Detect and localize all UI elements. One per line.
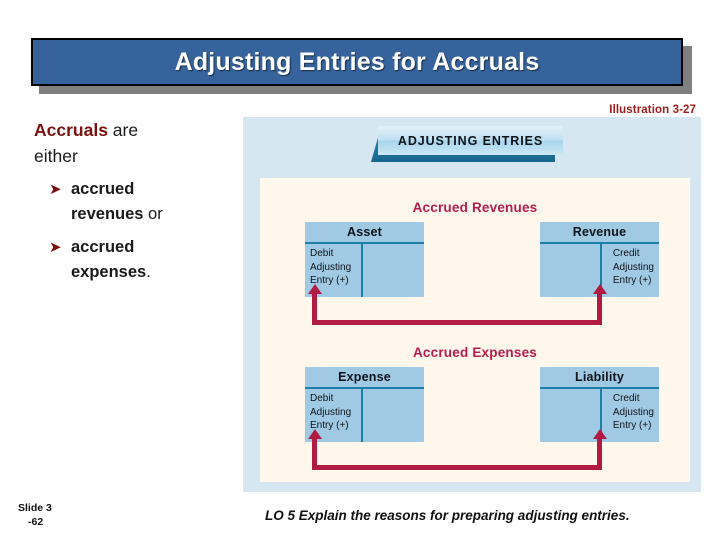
t-account-header: Asset (305, 222, 424, 244)
entry-line-1: Credit (612, 248, 640, 259)
slide-number-line-1: Slide 3 (18, 502, 52, 514)
slide-number-line-2: -62 (28, 516, 44, 528)
connector-vertical-left (307, 429, 322, 470)
bullet-strong: accrued revenues (71, 180, 144, 223)
body-text-block: Accruals are either ➤ accrued revenues o… (34, 117, 234, 285)
t-account-divider (600, 244, 602, 297)
lead-keyword: Accruals (34, 120, 108, 140)
t-account-header: Revenue (540, 222, 659, 244)
t-account-revenue: Revenue Credit Adjusting Entry (+) (540, 222, 659, 297)
bullet-text: accrued expenses. (71, 235, 191, 285)
t-account-header: Liability (540, 367, 659, 389)
connector-vertical-right (592, 284, 607, 325)
lead-line-2: either (34, 146, 78, 166)
t-account-entry-debit: Debit Adjusting Entry (+) (310, 392, 351, 433)
t-account-body: Credit Adjusting Entry (+) (540, 244, 659, 297)
connector-arrow-accrued-expenses (307, 429, 607, 470)
bullet-arrow-icon: ➤ (49, 238, 62, 256)
section-title-accrued-expenses: Accrued Expenses (412, 345, 537, 360)
entry-line-2: Adjusting (310, 406, 352, 418)
bullet-strong: accrued expenses (71, 238, 147, 281)
bullet-suffix: . (146, 263, 151, 281)
lead-rest: are (107, 120, 139, 140)
t-account-title: Asset (346, 225, 383, 239)
arrowhead-up-icon (592, 284, 607, 294)
banner-box: ADJUSTING ENTRIES (378, 126, 563, 155)
t-account-entry-debit: Debit Adjusting Entry (+) (310, 247, 351, 288)
entry-line-3: Entry (+) (612, 275, 652, 286)
t-account-header: Expense (305, 367, 424, 389)
adjusting-entries-banner: ADJUSTING ENTRIES (371, 126, 563, 162)
connector-vertical-right (592, 429, 607, 470)
section-title-accrued-revenues: Accrued Revenues (412, 200, 538, 215)
t-account-divider (361, 389, 363, 442)
arrowhead-up-icon (307, 429, 322, 439)
entry-line-2: Adjusting (612, 261, 654, 273)
bullet-arrow-icon: ➤ (49, 180, 62, 198)
t-account-title: Expense (338, 370, 391, 384)
bullet-item-accrued-expenses: ➤ accrued expenses. (49, 235, 234, 285)
bullet-suffix: or (143, 205, 163, 223)
page-title: Adjusting Entries for Accruals (174, 47, 540, 76)
entry-line-1: Debit (310, 248, 334, 259)
connector-vertical-left (307, 284, 322, 325)
learning-objective-footer: LO 5 Explain the reasons for preparing a… (265, 508, 630, 523)
bullet-text: accrued revenues or (71, 177, 191, 227)
entry-line-3: Entry (+) (310, 275, 349, 286)
entry-line-3: Entry (+) (612, 420, 652, 431)
illustration-reference-label: Illustration 3-27 (609, 104, 696, 116)
connector-horizontal (312, 320, 602, 325)
entry-line-2: Adjusting (612, 406, 654, 418)
entry-line-2: Adjusting (310, 261, 352, 273)
t-account-divider (600, 389, 602, 442)
entry-line-1: Credit (612, 393, 640, 404)
t-account-entry-credit: Credit Adjusting Entry (+) (613, 392, 654, 433)
t-account-body: Debit Adjusting Entry (+) (305, 389, 424, 442)
t-account-asset: Asset Debit Adjusting Entry (+) (305, 222, 424, 297)
entry-line-3: Entry (+) (310, 420, 349, 431)
slide-title-bar: Adjusting Entries for Accruals (31, 38, 683, 86)
arrowhead-up-icon (307, 284, 322, 294)
connector-arrow-accrued-revenues (307, 284, 607, 325)
banner-label: ADJUSTING ENTRIES (397, 133, 544, 148)
bullet-item-accrued-revenues: ➤ accrued revenues or (49, 177, 234, 227)
entry-line-1: Debit (310, 393, 334, 404)
t-account-title: Revenue (572, 225, 627, 239)
arrowhead-up-icon (592, 429, 607, 439)
t-account-title: Liability (574, 370, 625, 384)
t-account-body: Debit Adjusting Entry (+) (305, 244, 424, 297)
t-account-divider (361, 244, 363, 297)
t-account-body: Credit Adjusting Entry (+) (540, 389, 659, 442)
illustration-panel: ADJUSTING ENTRIES Accrued Revenues Asset… (243, 117, 701, 492)
connector-horizontal (312, 465, 602, 470)
t-account-entry-credit: Credit Adjusting Entry (+) (613, 247, 654, 288)
slide-number: Slide 3 -62 (18, 501, 52, 529)
illustration-inner-panel: Accrued Revenues Asset Debit Adjusting E… (260, 178, 690, 482)
lead-line-1: Accruals are (34, 117, 234, 143)
t-account-expense: Expense Debit Adjusting Entry (+) (305, 367, 424, 442)
